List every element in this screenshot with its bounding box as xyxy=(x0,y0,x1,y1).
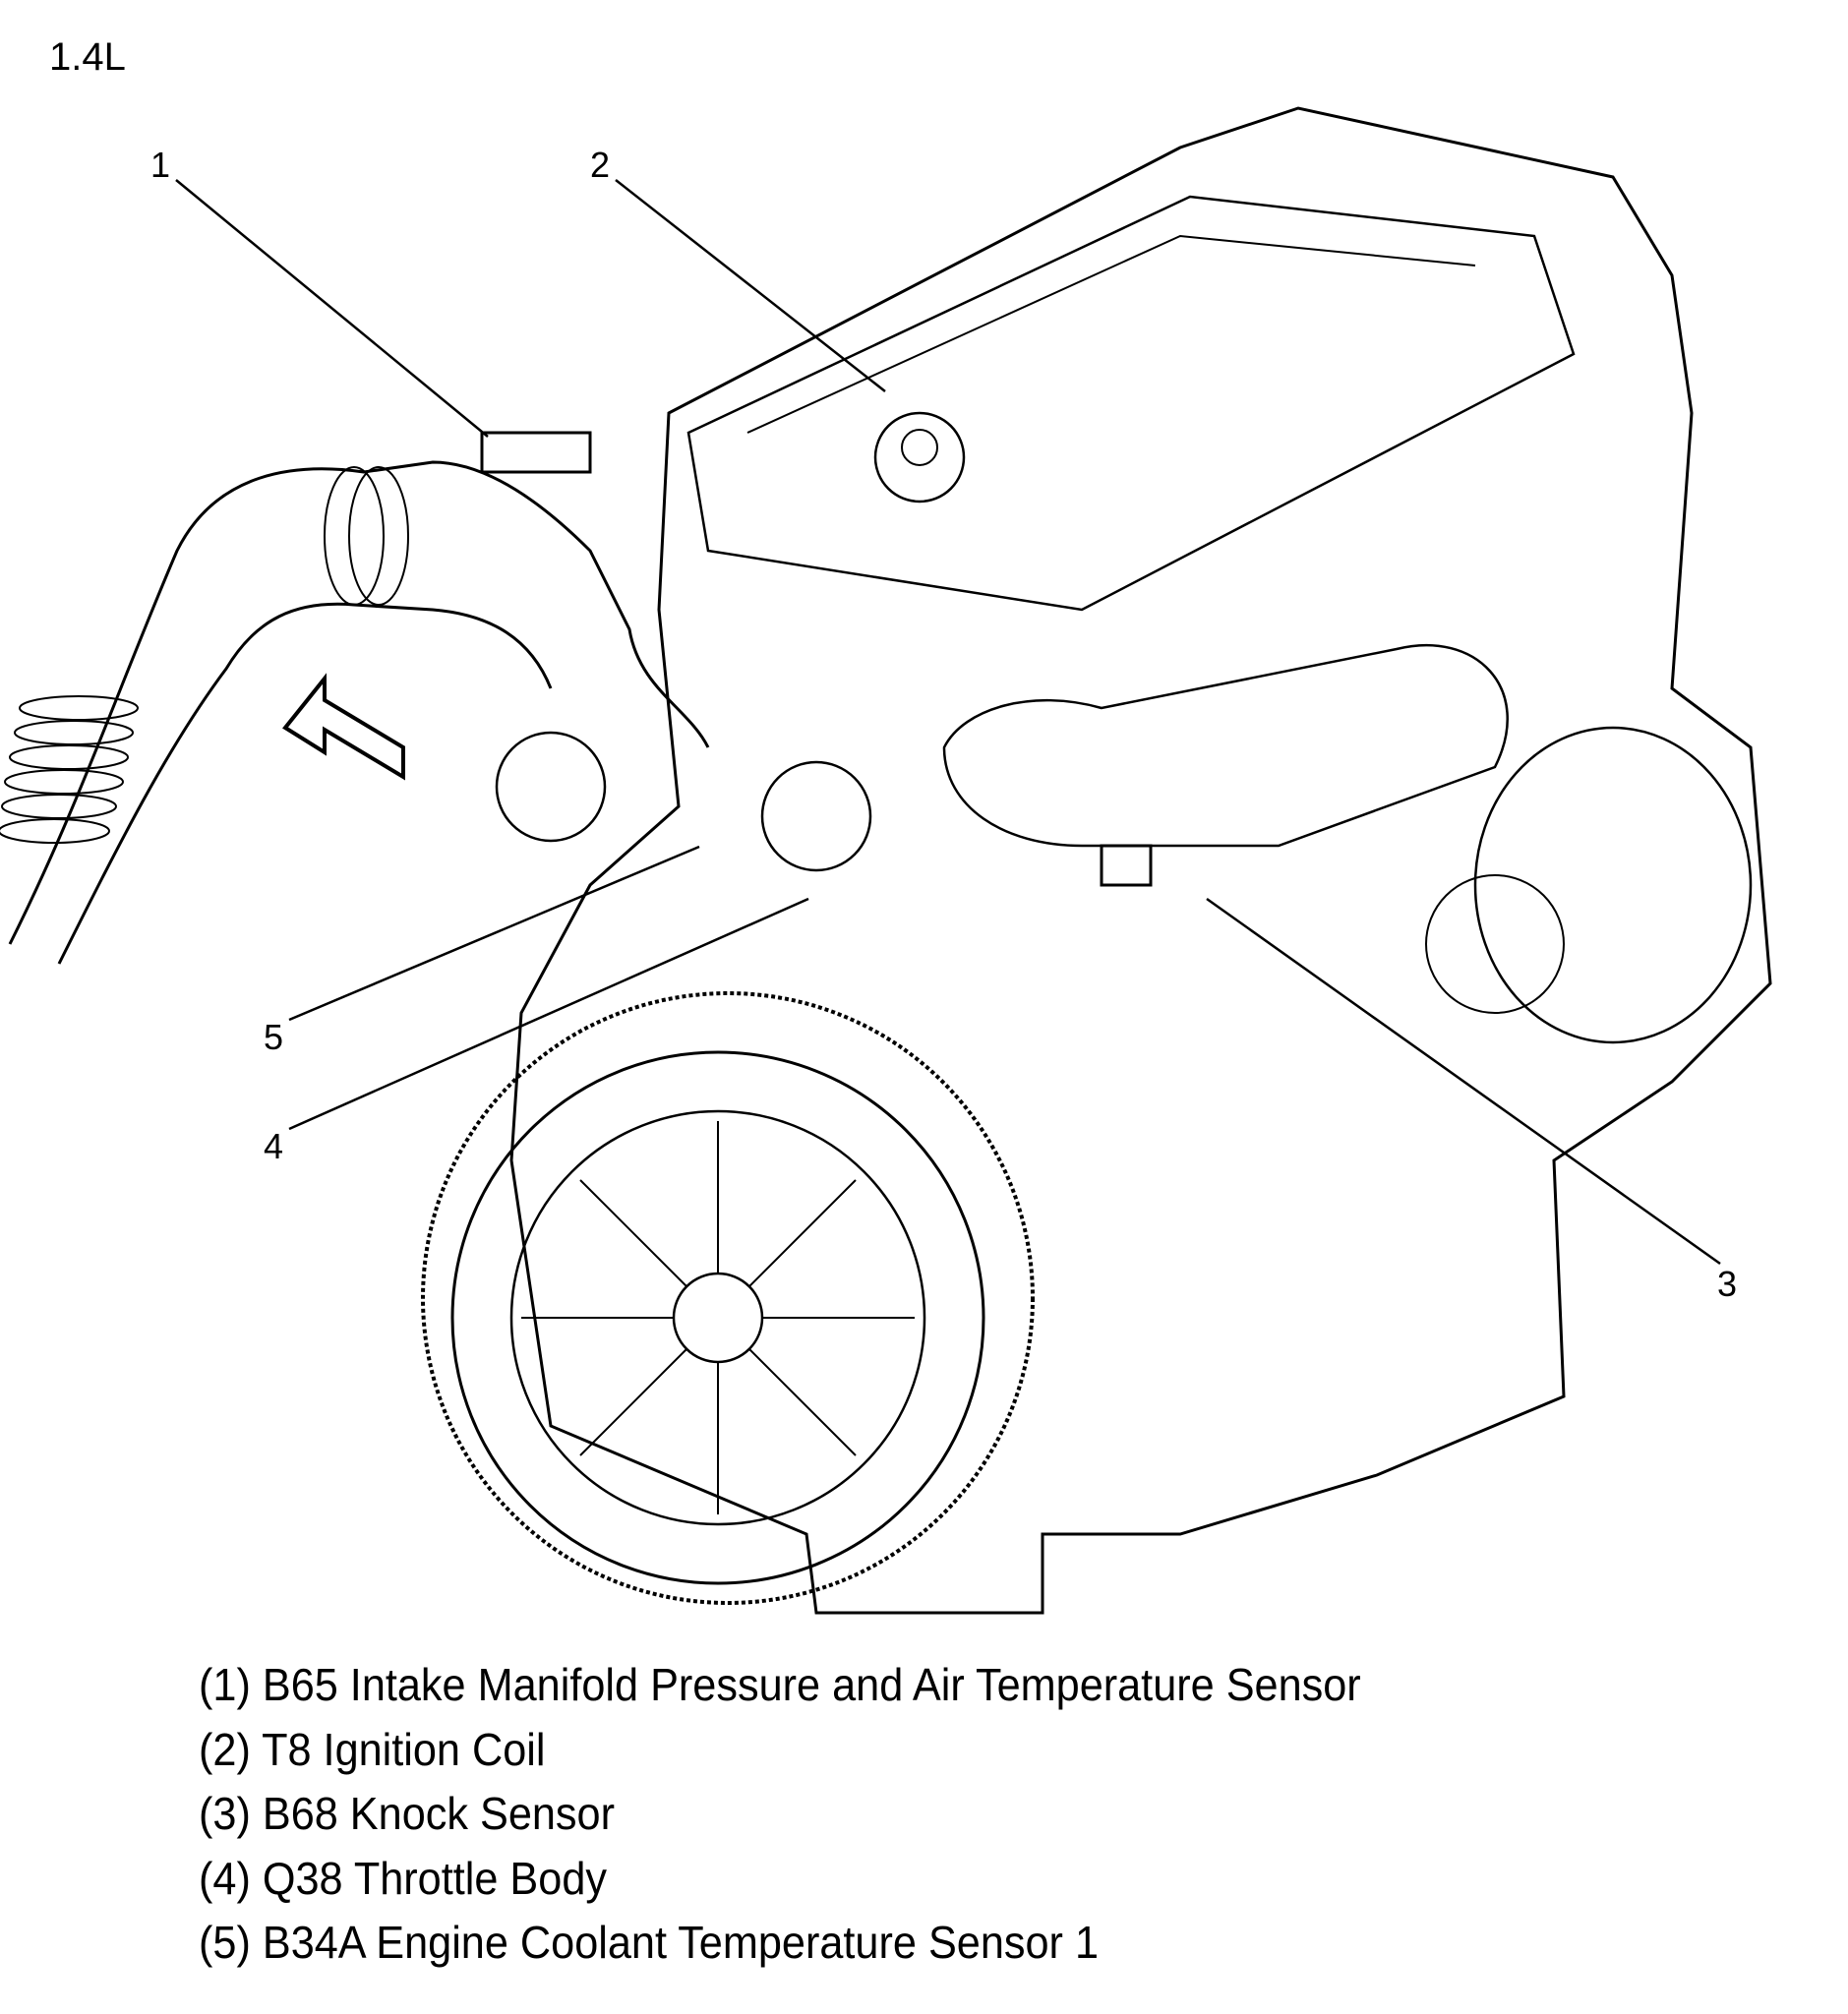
cam-cover xyxy=(686,195,1576,612)
front-arrow-icon xyxy=(282,673,405,781)
flywheel xyxy=(421,991,1035,1605)
callout-5: 5 xyxy=(264,1017,284,1057)
leader-line-1 xyxy=(175,179,489,438)
intake-hose-inner xyxy=(57,602,553,965)
callout-2: 2 xyxy=(590,145,611,185)
oil-filter xyxy=(495,731,607,843)
hose-corrugation xyxy=(0,466,409,844)
leader-line-4 xyxy=(288,897,809,1131)
callout-4: 4 xyxy=(264,1126,284,1166)
leader-line-3 xyxy=(1206,897,1721,1266)
leader-line-2 xyxy=(615,179,886,392)
intake-hose xyxy=(8,460,710,945)
leader-line-5 xyxy=(288,845,700,1022)
clutch-fingers xyxy=(521,1121,915,1514)
callout-3: 3 xyxy=(1717,1264,1738,1304)
clutch-pressure-plate xyxy=(450,1050,985,1585)
legend-item: (2) T8 Ignition Coil xyxy=(199,1723,546,1775)
legend-item: (4) Q38 Throttle Body xyxy=(199,1852,607,1904)
oil-cap xyxy=(873,411,966,504)
legend-item: (1) B65 Intake Manifold Pressure and Air… xyxy=(199,1659,1361,1710)
legend-item: (5) B34A Engine Coolant Temperature Sens… xyxy=(199,1917,1100,1968)
intake-manifold xyxy=(942,643,1509,848)
knock-sensor xyxy=(1100,844,1153,887)
engine-variant-label: 1.4L xyxy=(49,35,126,79)
engine-block xyxy=(509,106,1772,1615)
legend-item: (3) B68 Knock Sensor xyxy=(199,1788,616,1839)
alternator xyxy=(1473,726,1753,1044)
callout-1: 1 xyxy=(150,145,171,185)
engine-illustration xyxy=(0,106,1772,1615)
component-legend: (1) B65 Intake Manifold Pressure and Air… xyxy=(199,1660,1435,1983)
map-sensor xyxy=(480,431,592,474)
throttle-body xyxy=(760,760,872,872)
